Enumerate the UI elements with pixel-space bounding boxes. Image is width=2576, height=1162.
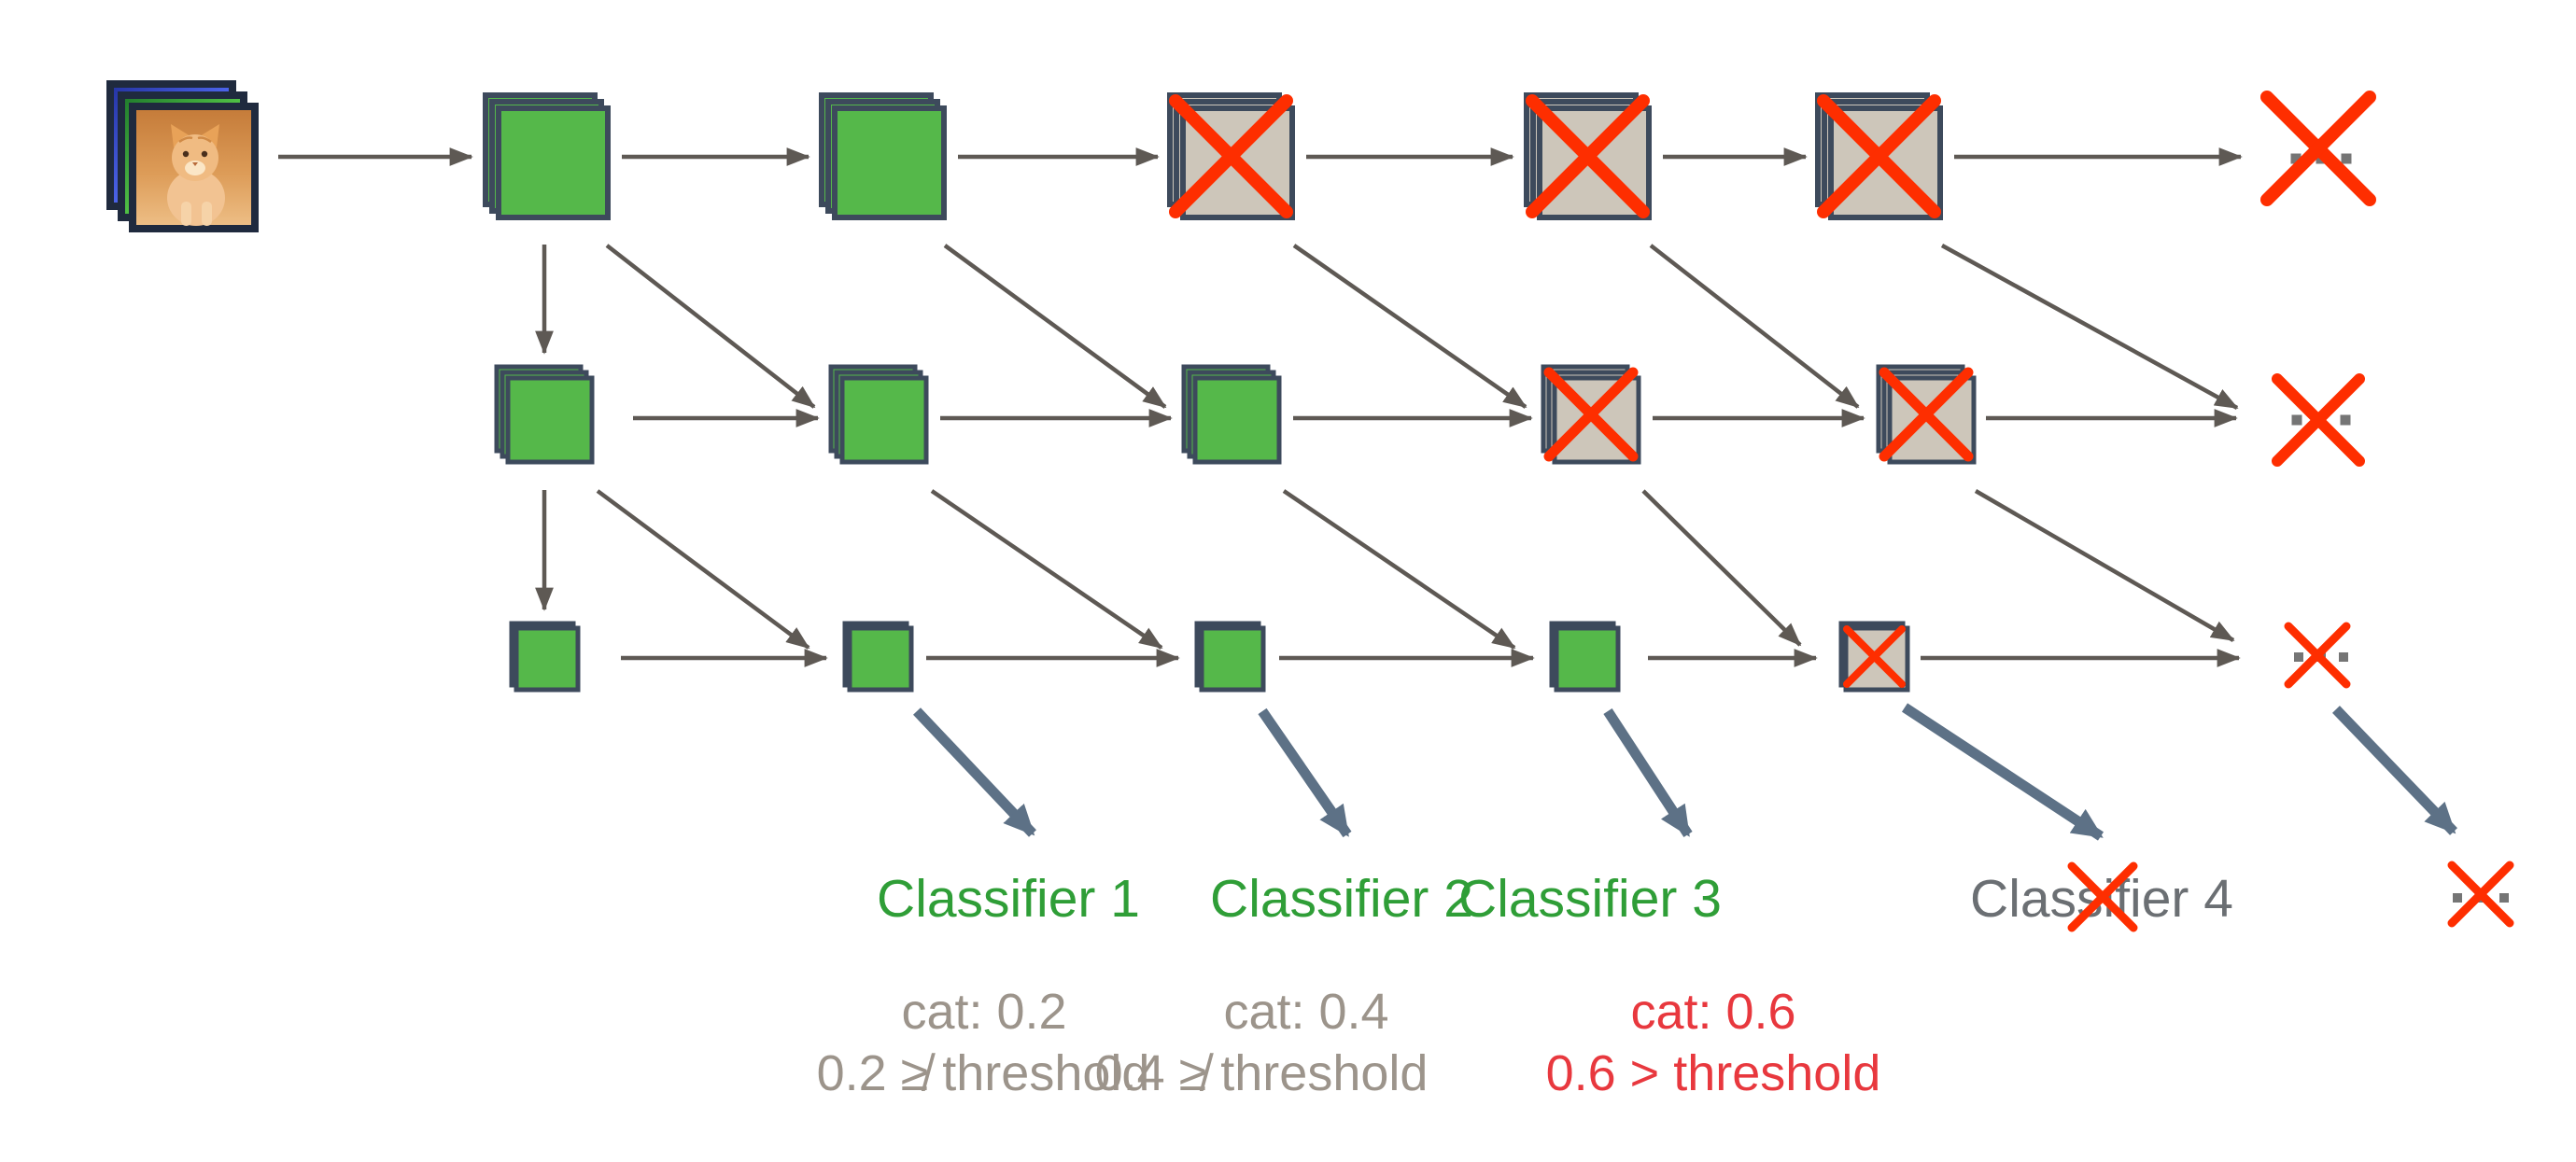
ellipsis-dot	[2341, 153, 2352, 164]
flow-arrow	[596, 489, 810, 650]
prune-cross-icon	[2272, 373, 2365, 467]
pruned-continuation-row1	[2260, 91, 2376, 206]
classifier-arrows	[913, 703, 2457, 841]
kitten-illustration	[167, 124, 225, 226]
prediction-2: cat: 0.4	[1223, 984, 1388, 1040]
threshold-check-1: 0.2 ≱ threshold	[817, 1045, 1150, 1101]
classifier-2-label: Classifier 2	[1210, 869, 1473, 929]
prune-cross-icon	[2067, 861, 2138, 932]
feature-block-r3c5	[1838, 621, 1910, 693]
feature-map-front	[1554, 625, 1621, 693]
feature-block-r3c1	[509, 621, 581, 693]
flow-arrow	[1649, 244, 1860, 409]
feature-block-r2c3	[1181, 364, 1282, 465]
flow-arrow	[605, 244, 816, 409]
classifier-3-label: Classifier 3	[1458, 869, 1722, 929]
classifier-exit-arrow	[1901, 703, 2104, 841]
prune-cross-icon	[1879, 367, 1974, 462]
flow-arrow	[1940, 244, 2239, 410]
feature-map-front	[1199, 625, 1266, 693]
threshold-check-3: 0.6 > threshold	[1546, 1045, 1881, 1101]
feature-block-r2c2	[828, 364, 929, 465]
feature-map-front	[514, 625, 581, 693]
classifier-exit-arrow	[913, 707, 1036, 837]
feature-block-r1c2	[819, 92, 947, 220]
feature-map-front	[505, 375, 595, 465]
flow-arrow	[943, 244, 1167, 409]
ellipsis-dot	[2291, 414, 2302, 426]
classifier-exit-arrow	[1258, 707, 1352, 838]
feature-block-r2c1	[494, 364, 595, 465]
feature-block-r1c1	[483, 92, 611, 220]
flow-arrow	[930, 489, 1163, 650]
feature-block-r3c4	[1549, 621, 1621, 693]
flow-arrow	[1282, 489, 1516, 650]
feature-map-front	[496, 105, 611, 220]
pruned-classifier-5-mark	[2447, 861, 2514, 928]
classifier-4-cross-icon	[2067, 861, 2138, 932]
feature-block-r3c3	[1194, 621, 1266, 693]
feature-block-r1c5	[1815, 92, 1943, 220]
ellipsis-dot	[2294, 652, 2303, 662]
classifier-4-cross	[2067, 861, 2138, 932]
flow-arrow	[1974, 489, 2235, 642]
cat-input-image	[106, 80, 259, 232]
feature-map-front	[847, 625, 914, 693]
feature-map-front	[839, 375, 929, 465]
ellipsis-dot	[2453, 893, 2462, 903]
pruned-continuation-row3	[2284, 622, 2351, 689]
prune-cross-icon	[1169, 94, 1293, 218]
prune-cross-icon	[1817, 94, 1941, 218]
prediction-1: cat: 0.2	[901, 984, 1066, 1040]
classifier-exit-arrow	[1603, 707, 1693, 838]
classifier-1-label: Classifier 1	[877, 869, 1140, 929]
feature-blocks	[483, 92, 1977, 693]
classifier-exit-arrow	[2332, 706, 2457, 835]
dataflow-arrows	[278, 147, 2243, 667]
feature-block-r1c4	[1524, 92, 1652, 220]
pruned-continuation-row2	[2272, 373, 2365, 467]
prune-cross-icon	[2284, 622, 2351, 689]
ellipsis-dot	[2499, 893, 2509, 903]
feature-block-r1c3	[1167, 92, 1295, 220]
feature-map-front	[832, 105, 947, 220]
threshold-check-2: 0.4 ≱ threshold	[1095, 1045, 1429, 1101]
ellipsis-dot	[2340, 414, 2351, 426]
prune-cross-icon	[2260, 91, 2376, 206]
prune-cross-icon	[2447, 861, 2514, 928]
prune-marks	[2260, 91, 2514, 928]
feature-block-r3c2	[842, 621, 914, 693]
ellipsis-dot	[2339, 652, 2348, 662]
feature-block-r2c5	[1876, 364, 1977, 465]
prediction-3: cat: 0.6	[1630, 984, 1795, 1040]
prune-cross-icon	[1843, 625, 1906, 688]
flow-arrow	[1641, 489, 1802, 647]
flow-arrow	[1292, 244, 1527, 409]
prune-cross-icon	[1526, 94, 1650, 218]
prune-cross-icon	[1543, 367, 1639, 462]
feature-block-r2c4	[1541, 364, 1641, 465]
ellipsis-dot	[2290, 153, 2302, 164]
feature-map-front	[1192, 375, 1282, 465]
